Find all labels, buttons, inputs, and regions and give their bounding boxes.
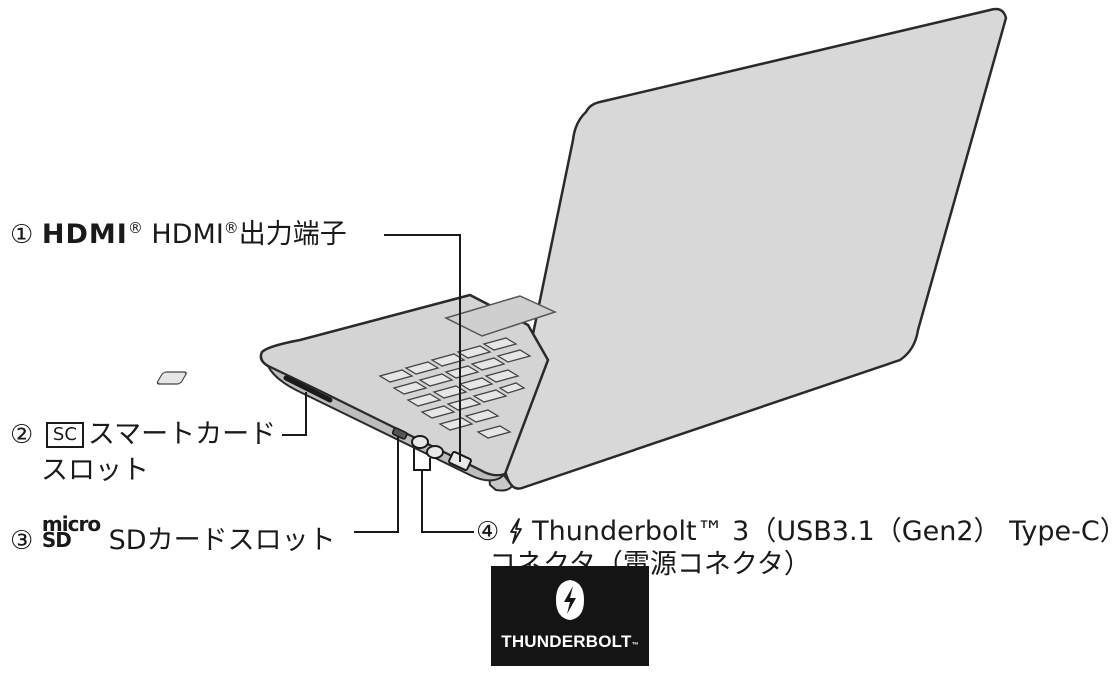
leader-microsd	[354, 436, 399, 533]
hdmi-logo-icon: HDMI	[41, 219, 128, 250]
callout-number-3: ③	[10, 526, 34, 556]
leader-thunderbolt-down	[421, 470, 474, 533]
leader-lines	[282, 234, 474, 533]
thunderbolt-wordmark: THUNDERBOLT™	[501, 632, 639, 651]
hdmi-label-a: HDMI	[142, 219, 224, 250]
smartcard-label-line2: スロット	[41, 455, 149, 486]
thunderbolt-logo-mark-icon	[554, 578, 586, 626]
laptop-lid	[503, 7, 1008, 490]
laptop-keyboard	[156, 337, 532, 439]
thunderbolt-bolt-icon	[508, 517, 532, 547]
callout-number-4: ④	[476, 517, 500, 547]
smartcard-badge-icon: SC	[45, 422, 84, 448]
smartcard-slot	[283, 375, 333, 403]
smartcard-label-line1: スマートカード	[87, 419, 277, 450]
callout-number-2: ②	[10, 420, 34, 450]
microsd-label: SDカードスロット	[100, 525, 336, 556]
callout-hdmi: ① HDMI® HDMI®出力端子	[10, 219, 347, 251]
laptop-touchpad	[443, 295, 558, 337]
laptop-base-side	[265, 363, 506, 482]
leader-smartcard	[282, 392, 307, 436]
hdmi-label-reg: ®	[223, 219, 239, 237]
callout-number-1: ①	[10, 220, 34, 250]
thunderbolt-logo: THUNDERBOLT™	[491, 566, 649, 666]
callout-thunderbolt: ④ Thunderbolt™ 3（USB3.1（Gen2） Type-C）	[476, 516, 1120, 548]
hdmi-label-b: 出力端子	[238, 219, 347, 250]
usbc-port-2	[426, 445, 444, 459]
thunderbolt-label-line1: Thunderbolt™ 3（USB3.1（Gen2） Type-C）	[532, 516, 1120, 547]
usbc-port-1	[411, 435, 429, 449]
leader-hdmi	[384, 234, 461, 462]
hdmi-logo-reg: ®	[127, 219, 143, 237]
